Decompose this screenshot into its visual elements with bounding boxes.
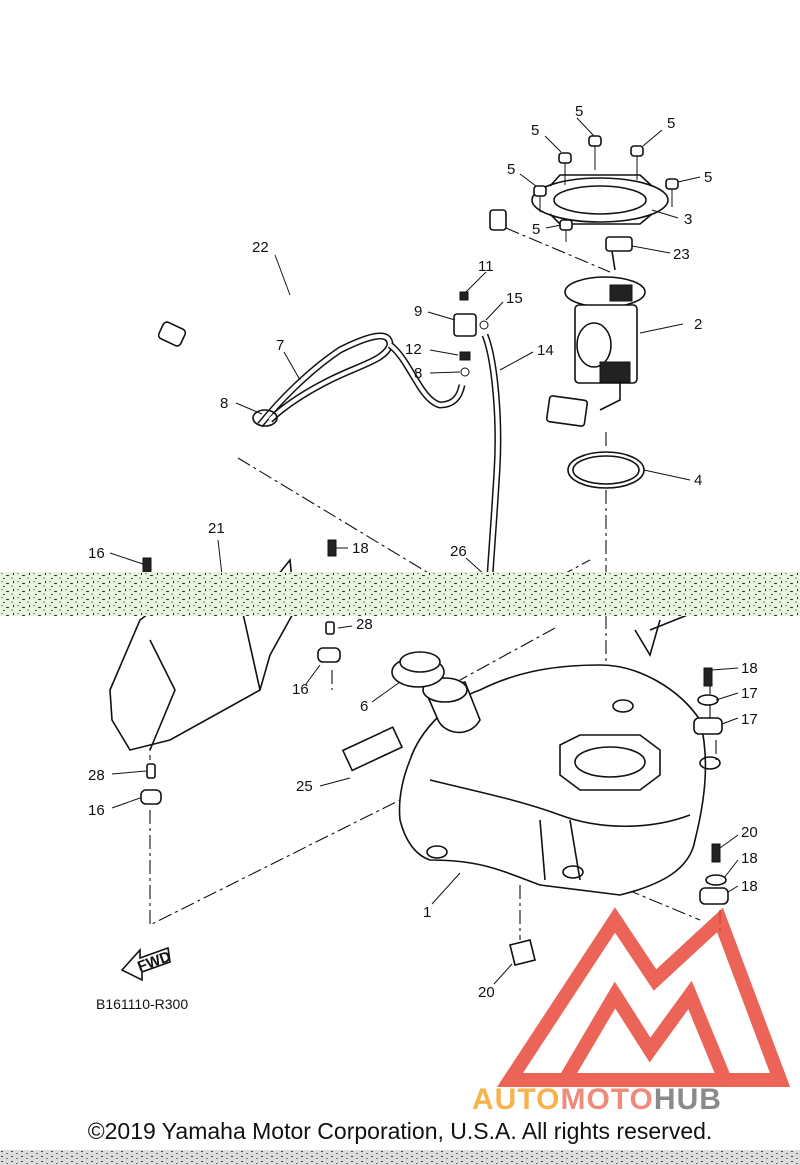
callout-leaders bbox=[109, 117, 739, 985]
fuel-hose-22 bbox=[157, 209, 611, 347]
callout-5: 5 bbox=[507, 161, 515, 178]
reference-code: B161110-R300 bbox=[96, 996, 189, 1012]
callout-16: 16 bbox=[292, 681, 309, 698]
breather-hose-7 bbox=[252, 332, 466, 428]
callout-8: 8 bbox=[414, 365, 422, 382]
fwd-label: FWD bbox=[135, 948, 173, 976]
callout-8: 8 bbox=[220, 395, 228, 412]
callout-11: 12 bbox=[405, 341, 422, 358]
fuel-pump-assembly bbox=[545, 276, 646, 427]
callout-16: 18 bbox=[741, 878, 758, 895]
callout-2: 2 bbox=[694, 316, 702, 333]
callout-4: 4 bbox=[694, 472, 702, 489]
fuel-hose-12 bbox=[481, 333, 502, 576]
watermark-moto: MOTO bbox=[560, 1083, 654, 1116]
callout-13: 15 bbox=[506, 290, 523, 307]
watermark-text: AUTOMOTOHUB bbox=[472, 1083, 722, 1117]
scan-noise-band bbox=[0, 572, 800, 616]
small-parts bbox=[140, 539, 729, 966]
copyright-notice: ©2019 Yamaha Motor Corporation, U.S.A. A… bbox=[87, 1118, 713, 1144]
callout-23: 23 bbox=[673, 246, 690, 263]
pump-gasket bbox=[567, 451, 645, 489]
callout-18: 20 bbox=[741, 824, 758, 841]
callout-3: 3 bbox=[684, 211, 692, 228]
pump-sensor-connector bbox=[605, 236, 633, 271]
callout-5: 5 bbox=[531, 122, 539, 139]
callout-17: 17 bbox=[741, 685, 758, 702]
nut-group bbox=[533, 135, 679, 242]
fwd-arrow: FWD bbox=[120, 946, 173, 982]
watermark-hub: HUB bbox=[653, 1083, 722, 1116]
bottom-scan-noise bbox=[0, 1150, 800, 1165]
callout-20: 20 bbox=[478, 984, 495, 1001]
callout-21: 21 bbox=[208, 520, 225, 537]
callout-18: 18 bbox=[741, 660, 758, 677]
callout-16: 17 bbox=[741, 711, 758, 728]
automotohub-logo bbox=[497, 907, 791, 1087]
callout-26: 26 bbox=[450, 543, 467, 560]
callout-5: 5 bbox=[704, 169, 712, 186]
callout-5: 5 bbox=[575, 103, 583, 120]
fuel-tank-1 bbox=[398, 664, 721, 896]
callout-25: 25 bbox=[296, 778, 313, 795]
watermark-auto: AUTO bbox=[472, 1083, 561, 1116]
callout-9: 9 bbox=[414, 303, 422, 320]
callout-15: 16 bbox=[88, 545, 105, 562]
callout-18: 18 bbox=[352, 540, 369, 557]
callout-22: 22 bbox=[252, 239, 269, 256]
fuel-cap-6 bbox=[391, 651, 445, 688]
callout-17: 18 bbox=[741, 850, 758, 867]
callout-5: 5 bbox=[532, 221, 540, 238]
callout-28: 28 bbox=[88, 767, 105, 784]
callout-10: 11 bbox=[478, 258, 494, 275]
callout-5: 5 bbox=[667, 115, 675, 132]
callout-28: 28 bbox=[356, 616, 373, 633]
callout-numbers: 5 5 5 5 5 5 3 23 2 4 22 11 9 15 12 8 14 … bbox=[88, 103, 758, 1001]
valve-parts bbox=[453, 291, 489, 377]
pump-retainer-ring bbox=[531, 174, 669, 225]
callout-1: 1 bbox=[423, 904, 431, 921]
callout-7: 7 bbox=[276, 337, 284, 354]
callout-12: 14 bbox=[537, 342, 554, 359]
callout-6: 6 bbox=[360, 698, 368, 715]
callout-14: 16 bbox=[88, 802, 105, 819]
